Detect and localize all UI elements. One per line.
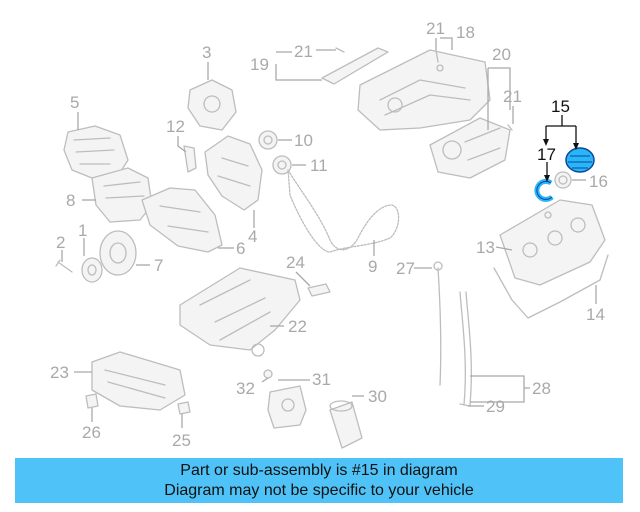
info-banner: Part or sub-assembly is #15 in diagram D… [15,458,623,503]
leader-lines [61,37,597,428]
part-1-drawing [81,257,103,283]
callout-16: 16 [589,172,608,191]
part-30-drawing [329,400,363,449]
callout-9: 9 [368,257,377,276]
banner-line-part-number: Part or sub-assembly is #15 in diagram [180,462,458,479]
callout-10: 10 [294,131,313,150]
part-31-drawing [267,385,307,429]
callout-17: 17 [537,145,556,164]
callout-11: 11 [310,156,328,175]
part-21-bolts-drawing [335,47,513,131]
part-27-drawing [433,261,443,386]
part-11-drawing [272,155,292,175]
callout-2: 2 [56,233,65,252]
callout-29: 29 [486,397,505,416]
part-9-drawing [287,169,400,253]
part-26-drawing [85,393,99,409]
part-6-drawing [141,187,223,253]
part-8-drawing [91,167,153,223]
callout-30: 30 [368,387,387,406]
callout-21-left: 21 [294,42,313,61]
callout-12: 12 [166,117,185,136]
callout-4: 4 [248,227,257,246]
callout-3: 3 [202,43,211,62]
callout-21-top: 21 [426,19,445,38]
exploded-parts-diagram: 3 5 12 10 11 8 1 2 7 6 4 9 21 18 19 21 2… [50,19,609,450]
callout-22: 22 [288,317,307,336]
callout-25: 25 [172,431,191,450]
banner-line-disclaimer: Diagram may not be specific to your vehi… [164,482,474,499]
callout-13: 13 [476,238,495,257]
part-23-drawing [91,351,186,411]
part-20-drawing [429,117,511,179]
callout-24: 24 [286,253,305,272]
part-14-drawing [493,254,609,319]
part-12-drawing [183,145,197,173]
part-15-drawing [565,147,595,173]
part-32-drawing [263,369,273,379]
callout-5: 5 [70,93,79,112]
callout-23: 23 [50,363,69,382]
callout-8: 8 [66,191,75,210]
part-19-drawing [321,47,389,85]
callout-26: 26 [82,423,101,442]
callout-labels: 3 5 12 10 11 8 1 2 7 6 4 9 21 18 19 21 2… [50,19,608,450]
part-24-drawing [307,283,331,297]
callout-18: 18 [456,23,475,42]
callout-20: 20 [492,45,511,64]
callout-15: 15 [551,97,570,116]
part-2-drawing [55,259,73,273]
callout-31: 31 [312,370,331,389]
callout-21-right: 21 [503,87,522,106]
part-22-drawing [179,267,301,357]
part-13-drawing [499,199,606,286]
callout-32: 32 [236,379,255,398]
callout-7: 7 [154,256,163,275]
part-10-drawing [258,130,278,150]
callout-28: 28 [532,379,551,398]
part-16-drawing [554,171,572,189]
part-7-drawing [99,230,137,276]
callout-19: 19 [250,55,269,74]
part-17-drawing [534,178,554,202]
callout-1: 1 [78,221,87,240]
part-4-drawing [204,135,263,211]
part-28-drawing [459,291,472,406]
callout-14: 14 [586,305,605,324]
part-18-drawing [357,49,491,131]
callout-6: 6 [236,239,245,258]
part-25-drawing [177,401,191,415]
part-3-drawing [187,79,237,131]
callout-27: 27 [396,259,415,278]
